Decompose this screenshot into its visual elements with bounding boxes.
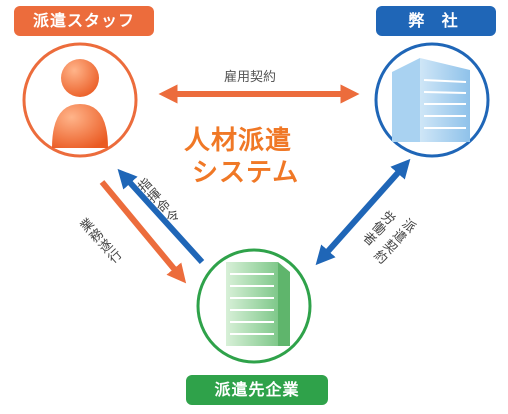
company-node (374, 42, 490, 158)
staff-circle (22, 42, 138, 158)
duty-arrow (99, 180, 187, 284)
client-label: 派遣先企業 (186, 375, 328, 405)
employment-contract-label: 雇用契約 (224, 70, 277, 85)
staff-label: 派遣スタッフ (14, 6, 154, 36)
title-line-2: システム (192, 158, 300, 188)
company-label: 弊 社 (376, 6, 496, 36)
client-building-icon (226, 262, 290, 346)
office-building-icon (392, 58, 470, 142)
title-line-1: 人材派遣 (184, 126, 293, 156)
instruction-arrow (117, 168, 205, 265)
person-icon (52, 59, 108, 148)
staff-node (22, 42, 138, 158)
client-node (196, 248, 312, 364)
dispatch-contract-arrow (315, 158, 411, 266)
